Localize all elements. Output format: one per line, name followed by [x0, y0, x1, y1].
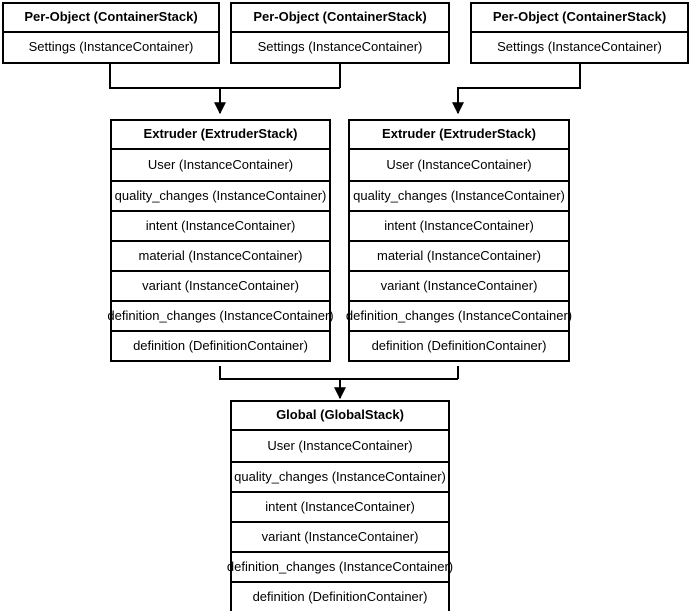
extruder-stack-2[interactable]: Extruder (ExtruderStack) User (InstanceC… [346, 119, 572, 362]
per-object-stack-3-header: Per-Object (ContainerStack) [472, 4, 687, 33]
per-object-stack-2-row-settings: Settings (InstanceContainer) [232, 33, 448, 62]
per-object-stack-3-row-settings: Settings (InstanceContainer) [472, 33, 687, 62]
extruder-stack-2-header: Extruder (ExtruderStack) [350, 121, 568, 150]
per-object-stack-2[interactable]: Per-Object (ContainerStack) Settings (In… [230, 2, 450, 64]
extruder-stack-2-row-user: User (InstanceContainer) [350, 150, 568, 180]
per-object-stack-1-row-settings: Settings (InstanceContainer) [4, 33, 218, 62]
extruder-stack-1-row-definition-changes: definition_changes (InstanceContainer) [107, 300, 334, 330]
per-object-stack-1-header: Per-Object (ContainerStack) [4, 4, 218, 33]
extruder-stack-1-row-quality-changes: quality_changes (InstanceContainer) [112, 180, 329, 210]
extruder-stack-2-row-definition: definition (DefinitionContainer) [350, 330, 568, 360]
extruder-stack-1-row-user: User (InstanceContainer) [112, 150, 329, 180]
global-stack-row-quality-changes: quality_changes (InstanceContainer) [232, 461, 448, 491]
global-stack[interactable]: Global (GlobalStack) User (InstanceConta… [227, 400, 453, 611]
extruder-stack-1[interactable]: Extruder (ExtruderStack) User (InstanceC… [107, 119, 334, 362]
extruder-stack-1-header: Extruder (ExtruderStack) [112, 121, 329, 150]
per-object-stack-3[interactable]: Per-Object (ContainerStack) Settings (In… [470, 2, 689, 64]
extruder-stack-2-row-material: material (InstanceContainer) [350, 240, 568, 270]
global-stack-row-variant: variant (InstanceContainer) [232, 521, 448, 551]
extruder-stack-1-row-intent: intent (InstanceContainer) [112, 210, 329, 240]
extruder-stack-2-row-intent: intent (InstanceContainer) [350, 210, 568, 240]
per-object-stack-2-header: Per-Object (ContainerStack) [232, 4, 448, 33]
extruder-stack-2-row-quality-changes: quality_changes (InstanceContainer) [350, 180, 568, 210]
extruder-stack-2-row-definition-changes: definition_changes (InstanceContainer) [346, 300, 572, 330]
global-stack-row-intent: intent (InstanceContainer) [232, 491, 448, 521]
global-stack-row-definition-changes: definition_changes (InstanceContainer) [227, 551, 453, 581]
extruder-stack-1-row-definition: definition (DefinitionContainer) [112, 330, 329, 360]
extruder-stack-1-row-variant: variant (InstanceContainer) [112, 270, 329, 300]
global-stack-row-user: User (InstanceContainer) [232, 431, 448, 461]
global-stack-row-definition: definition (DefinitionContainer) [232, 581, 448, 611]
extruder-stack-2-row-variant: variant (InstanceContainer) [350, 270, 568, 300]
extruder-stack-1-row-material: material (InstanceContainer) [112, 240, 329, 270]
per-object-stack-1[interactable]: Per-Object (ContainerStack) Settings (In… [2, 2, 220, 64]
global-stack-header: Global (GlobalStack) [232, 402, 448, 431]
